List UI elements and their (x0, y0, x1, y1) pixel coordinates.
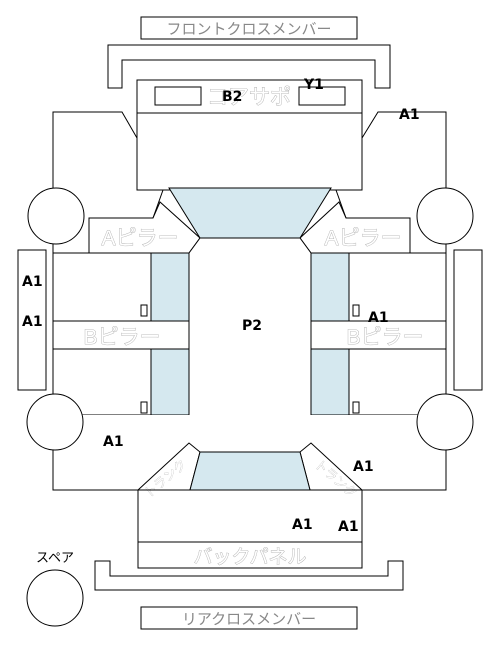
code-a1-front-right: A1 (399, 107, 420, 123)
right-front-wheel (416, 187, 474, 245)
front-cross-member: フロントクロスメンバー (140, 16, 358, 40)
left-rear-door-handle (140, 401, 148, 414)
code-a1-side-left-lower: A1 (22, 314, 43, 330)
b-pillar-left: Bピラー (52, 320, 190, 350)
b-pillar-right: Bピラー (310, 320, 447, 350)
spare-label: スペア (36, 550, 74, 565)
front-cross-member-label: フロントクロスメンバー (166, 21, 331, 38)
back-panel-label: バックパネル (193, 546, 306, 568)
code-a1-rear-left: A1 (103, 434, 124, 450)
code-a1-back-center: A1 (292, 517, 313, 533)
code-a1-side-right: A1 (368, 310, 389, 326)
code-y1: Y1 (303, 77, 324, 93)
a-pillar-left-label: Aピラー (101, 227, 178, 250)
core-support: コアサポ (136, 79, 363, 114)
front-bracket (107, 44, 391, 89)
left-front-door-handle (140, 304, 148, 317)
b-pillar-right-label: Bピラー (346, 326, 423, 349)
rear-glass (189, 451, 311, 491)
code-a1-back-right: A1 (338, 519, 359, 535)
right-side-window-front (310, 252, 350, 322)
b-pillar-left-label: Bピラー (83, 326, 160, 349)
left-side-window-rear (150, 348, 190, 416)
code-b2: B2 (222, 89, 242, 105)
rear-cross-member-label: リアクロスメンバー (182, 611, 316, 628)
rear-cross-member: リアクロスメンバー (140, 606, 358, 630)
right-rear-wheel (416, 393, 474, 451)
back-panel: バックパネル (137, 541, 363, 569)
right-side-skirt (453, 249, 483, 391)
spare-tire: スペア (26, 550, 84, 627)
code-p2: P2 (242, 318, 262, 334)
code-a1-side-left-upper: A1 (22, 274, 43, 290)
front-hood-outline (136, 112, 363, 191)
left-side-window-front (150, 252, 190, 322)
right-front-door-handle (352, 304, 360, 317)
core-support-label: コアサポ (207, 86, 291, 109)
right-side-window-rear (310, 348, 350, 416)
right-rear-door-handle (352, 401, 360, 414)
windshield (168, 187, 332, 239)
left-side-skirt (17, 249, 47, 391)
y1-marker (298, 86, 346, 106)
rear-bracket (94, 560, 404, 591)
left-front-wheel (27, 187, 85, 245)
a-pillar-right-label: Aピラー (324, 227, 401, 250)
code-a1-rear-right: A1 (353, 459, 374, 475)
b2-marker (154, 86, 202, 106)
left-rear-wheel (26, 393, 84, 451)
